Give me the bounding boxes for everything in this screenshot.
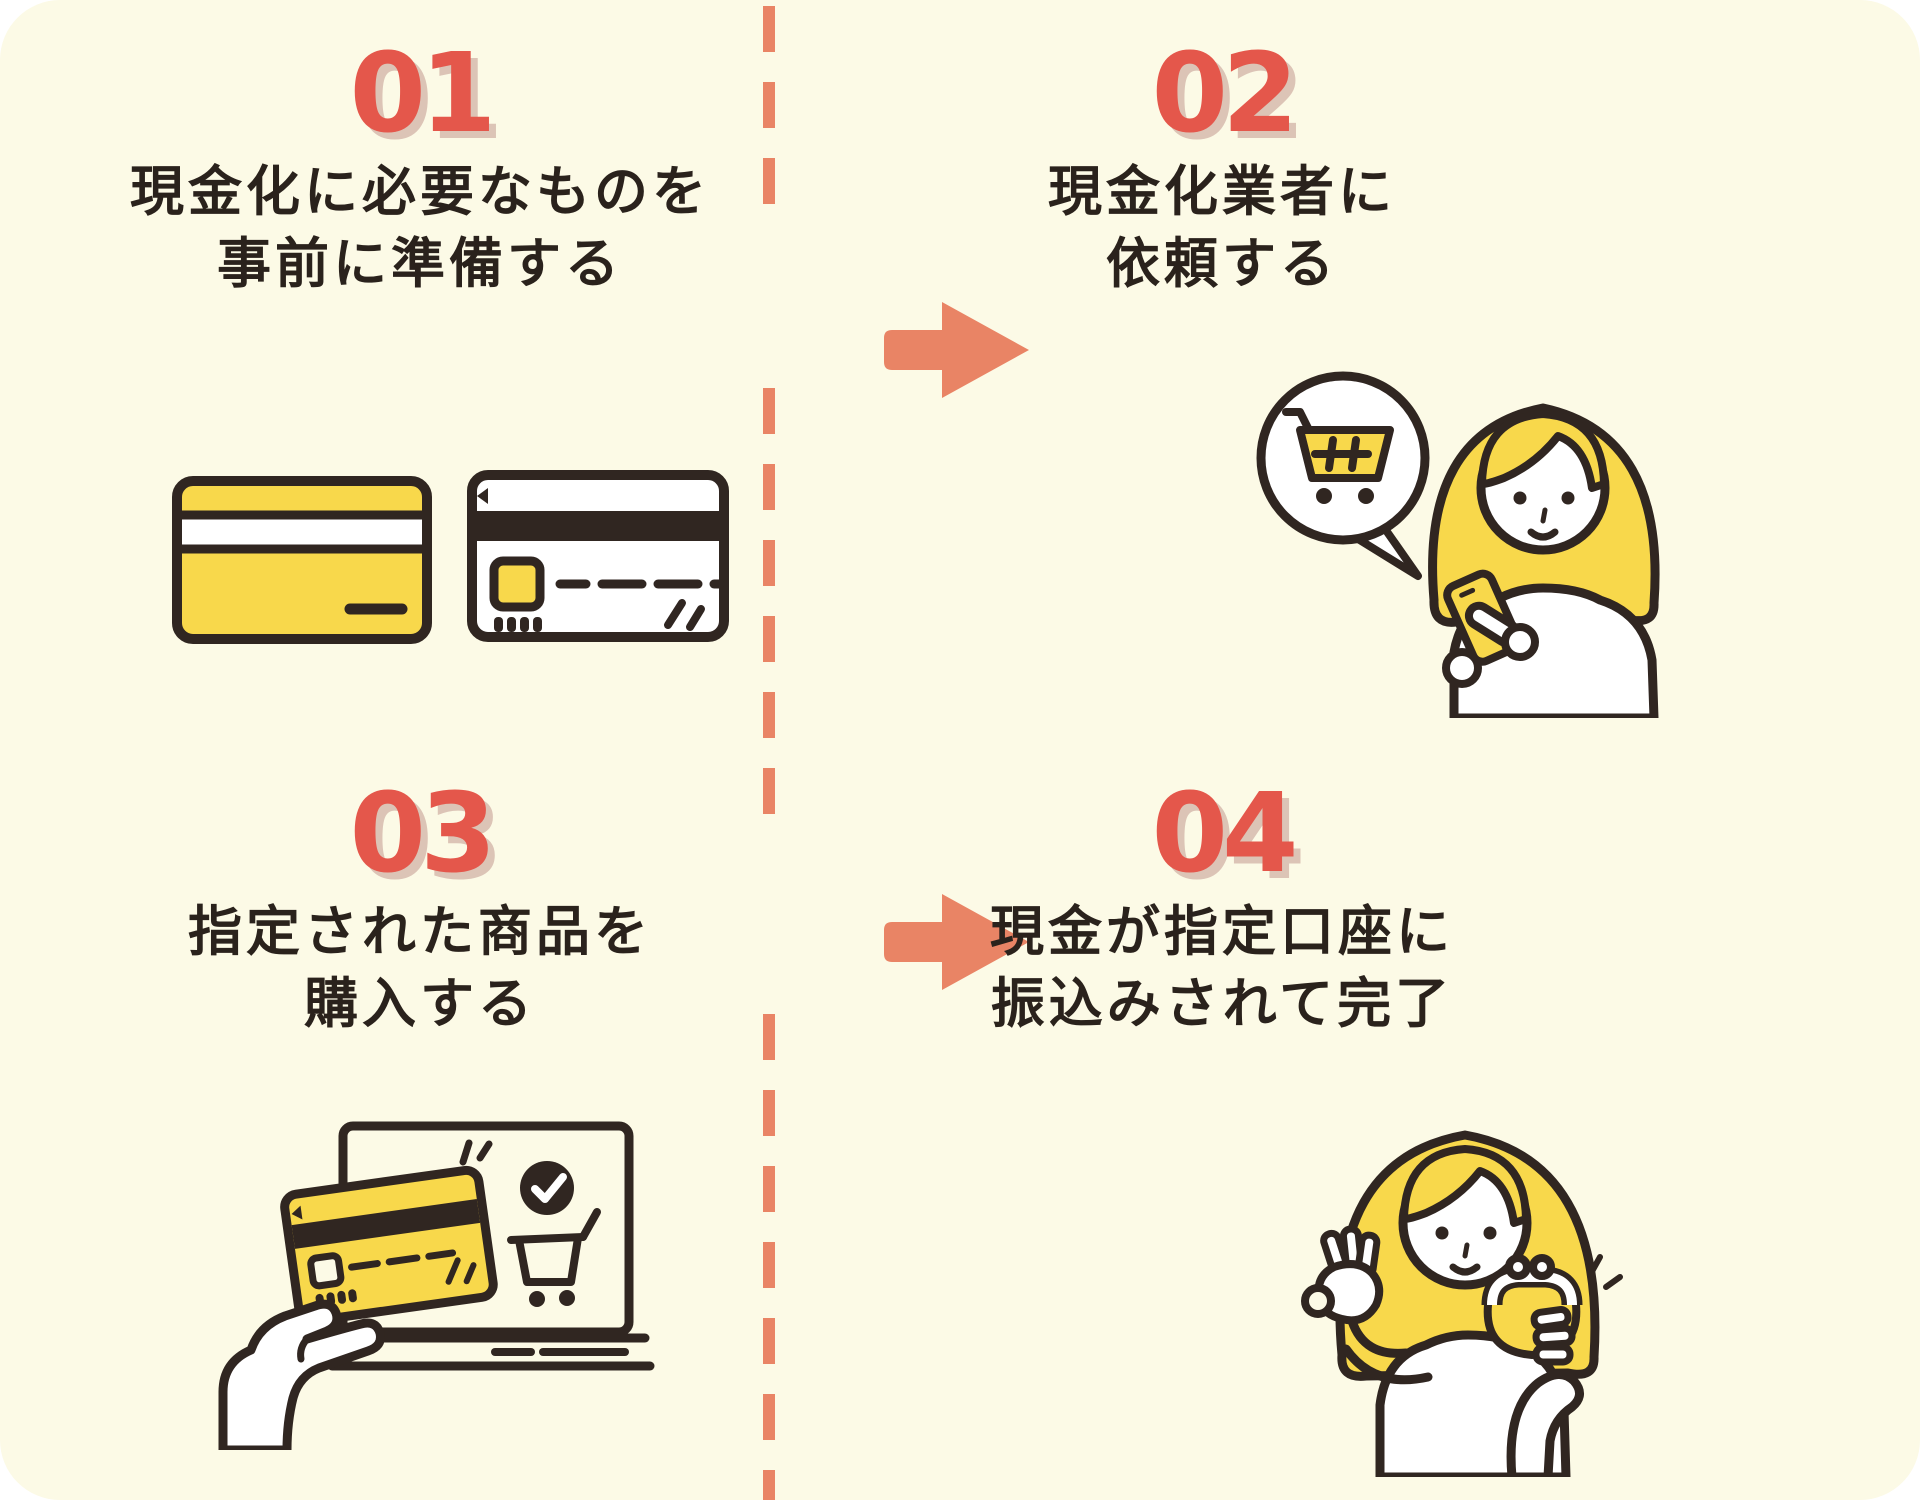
step-02-number: 02 (1151, 29, 1298, 157)
step-03-title-line1: 指定された商品を (188, 900, 652, 963)
step-01-section: 01 現金化に必要なものを 事前に準備する (60, 38, 780, 300)
step-01-title-line2: 事前に準備する (217, 232, 623, 295)
step-02-section: 02 現金化業者に 依頼する (880, 38, 1564, 300)
step-04-title-line1: 現金が指定口座に (990, 900, 1454, 963)
credit-card-front-icon (467, 470, 729, 642)
checkmark-icon (520, 1161, 574, 1215)
yellow-credit-card-icon (280, 1165, 498, 1326)
divider-dash-segment-middle (763, 388, 775, 844)
step-03-title-line2: 購入する (304, 972, 536, 1035)
step-02-title-line1: 現金化業者に (1048, 160, 1396, 223)
cart-outline-icon (507, 1208, 601, 1286)
step-03-number: 03 (349, 769, 496, 897)
step-02-title: 現金化業者に 依頼する (880, 156, 1564, 300)
step-01-number: 01 (349, 29, 496, 157)
holding-hand-icon (1506, 1305, 1584, 1477)
ok-hand-icon (1301, 1225, 1384, 1325)
shopping-cart-icon (1282, 408, 1394, 504)
flow-arrow-right-1 (884, 302, 1029, 398)
hand-icon (218, 1299, 385, 1450)
credit-cards-illustration (172, 470, 729, 644)
step-01-title-line1: 現金化に必要なものを (130, 160, 710, 223)
woman-smartphone-illustration (1256, 371, 1660, 718)
credit-card-back-icon (172, 476, 432, 644)
step-04-title-line2: 振込みされて完了 (990, 972, 1454, 1035)
step-04-section: 04 現金が指定口座に 振込みされて完了 (880, 778, 1564, 1040)
step-01-title: 現金化に必要なものを 事前に準備する (60, 156, 780, 300)
woman-ok-purse-illustration (1301, 1130, 1623, 1477)
flow-arrow-right-2 (884, 894, 1029, 990)
divider-dash-segment-bottom (763, 1014, 775, 1500)
step-04-title: 現金が指定口座に 振込みされて完了 (880, 896, 1564, 1040)
sparkle-icon (1587, 1254, 1623, 1290)
sparkle-icon (459, 1139, 493, 1166)
step-03-title: 指定された商品を 購入する (60, 896, 780, 1040)
step-02-title-line2: 依頼する (1106, 232, 1338, 295)
online-purchase-illustration (218, 1121, 655, 1450)
divider-dash-segment-top (763, 6, 775, 216)
step-04-number: 04 (1151, 769, 1298, 897)
woman-figure (1428, 403, 1660, 718)
step-03-section: 03 指定された商品を 購入する (60, 778, 780, 1040)
